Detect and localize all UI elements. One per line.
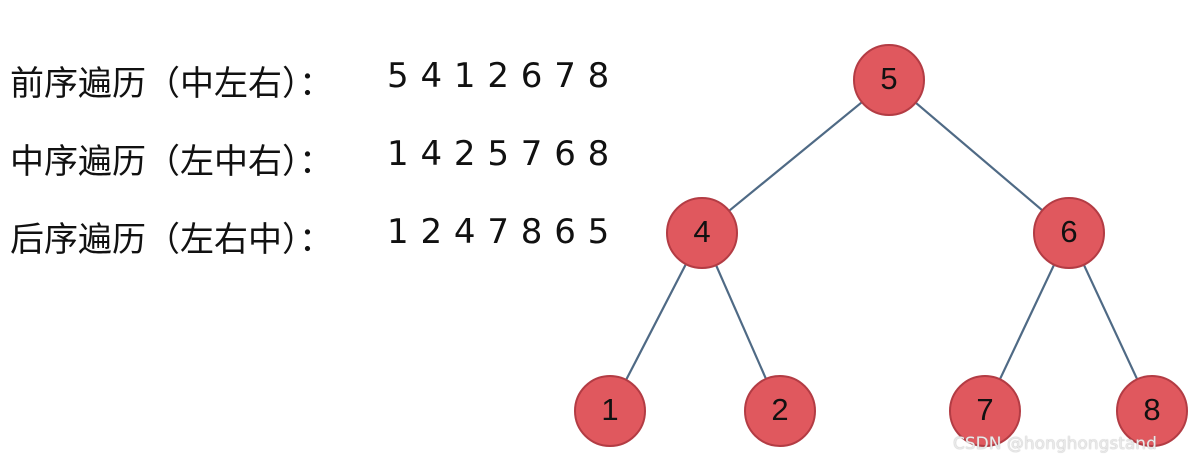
postorder-label: 后序遍历（左右中）： [10, 220, 333, 260]
tree-edges [625, 101, 1139, 381]
tree-nodes: 5 4 6 1 2 7 8 [574, 44, 1188, 447]
edge-4-1 [625, 263, 687, 381]
node-label: 4 [693, 214, 710, 249]
tree-node-8: 8 [1116, 375, 1188, 447]
node-label: 7 [976, 392, 993, 427]
edge-6-8 [1082, 264, 1139, 380]
preorder-sequence: 5 4 1 2 6 7 8 [387, 56, 610, 96]
node-label: 5 [880, 61, 897, 96]
node-circle [1033, 197, 1105, 269]
edge-5-6 [914, 101, 1044, 212]
node-circle [853, 44, 925, 116]
edge-6-7 [998, 264, 1056, 380]
inorder-label: 中序遍历（左中右）： [10, 142, 333, 182]
node-circle [949, 375, 1021, 447]
tree-node-4: 4 [666, 197, 738, 269]
node-label: 1 [601, 392, 618, 427]
preorder-label: 前序遍历（中左右）： [10, 64, 333, 104]
tree-node-7: 7 [949, 375, 1021, 447]
node-label: 6 [1060, 214, 1077, 249]
tree-node-6: 6 [1033, 197, 1105, 269]
node-circle [574, 375, 646, 447]
node-label: 8 [1143, 392, 1160, 427]
postorder-sequence: 1 2 4 7 8 6 5 [387, 212, 610, 252]
node-circle [1116, 375, 1188, 447]
node-circle [666, 197, 738, 269]
tree-node-2: 2 [744, 375, 816, 447]
node-circle [744, 375, 816, 447]
edge-4-2 [714, 264, 768, 380]
node-label: 2 [771, 392, 788, 427]
watermark: CSDN @honghongstand [953, 434, 1157, 454]
edge-5-4 [728, 101, 863, 212]
tree-node-5: 5 [853, 44, 925, 116]
inorder-sequence: 1 4 2 5 7 6 8 [387, 134, 610, 174]
tree-node-1: 1 [574, 375, 646, 447]
